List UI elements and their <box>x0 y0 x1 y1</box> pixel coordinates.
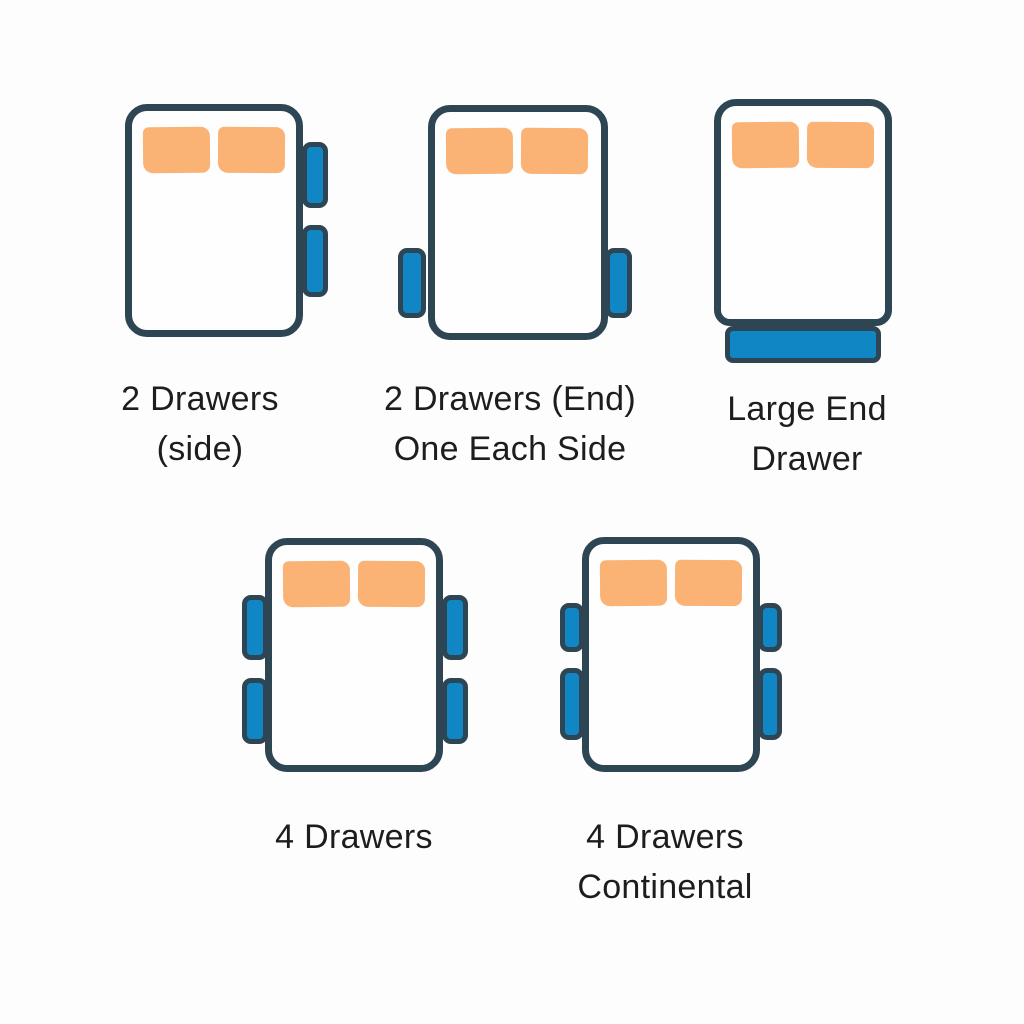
bed-large-end-drawer <box>714 99 892 363</box>
drawer-right-bottom <box>302 225 328 297</box>
drawer-right-bottom <box>758 668 782 740</box>
drawer-left-bottom <box>242 678 268 744</box>
drawer-left-top <box>242 595 268 660</box>
bed-label-line: Drawer <box>751 440 863 478</box>
bed-label-4-drawers: 4 Drawers <box>244 812 464 862</box>
bed-label-line: Large End <box>727 390 887 428</box>
bed-4-drawers-continental <box>560 537 782 772</box>
pillow <box>357 560 426 608</box>
drawer-right-top <box>442 595 468 660</box>
pillow <box>282 560 351 608</box>
pillow <box>520 127 589 175</box>
pillow <box>674 559 743 607</box>
pillow <box>806 121 875 169</box>
drawer-right-top <box>302 142 328 208</box>
bed-label-line: Continental <box>577 868 753 906</box>
bed-label-line: 2 Drawers (End) <box>383 380 636 418</box>
bed-4-drawers <box>242 538 468 772</box>
drawer-large-end <box>725 326 881 363</box>
bed-label-line: 4 Drawers <box>275 818 433 856</box>
drawer-right-top-small <box>758 603 782 652</box>
bed-label-line: 4 Drawers <box>586 818 744 856</box>
drawer-right-end <box>605 248 632 318</box>
bed-2-drawers-end-one-each-side <box>398 105 632 340</box>
bed-label-large-end-drawer: Large End Drawer <box>697 384 917 484</box>
bed-label-2-drawers-side: 2 Drawers (side) <box>90 374 310 474</box>
drawer-left-end <box>398 248 426 318</box>
bed-label-line: 2 Drawers <box>121 380 279 418</box>
drawer-left-top-small <box>560 603 584 652</box>
pillow <box>445 127 514 175</box>
bed-label-4-drawers-continental: 4 Drawers Continental <box>545 812 785 912</box>
bed-label-2-drawers-end: 2 Drawers (End) One Each Side <box>350 374 670 474</box>
pillow <box>599 559 668 607</box>
pillow <box>217 126 286 174</box>
drawer-right-bottom <box>442 678 468 744</box>
bed-label-line: (side) <box>156 430 244 468</box>
drawer-left-bottom <box>560 668 584 740</box>
bed-label-line: One Each Side <box>393 430 627 468</box>
pillow <box>731 121 800 169</box>
pillow <box>142 126 211 174</box>
bed-2-drawers-side <box>125 104 328 337</box>
